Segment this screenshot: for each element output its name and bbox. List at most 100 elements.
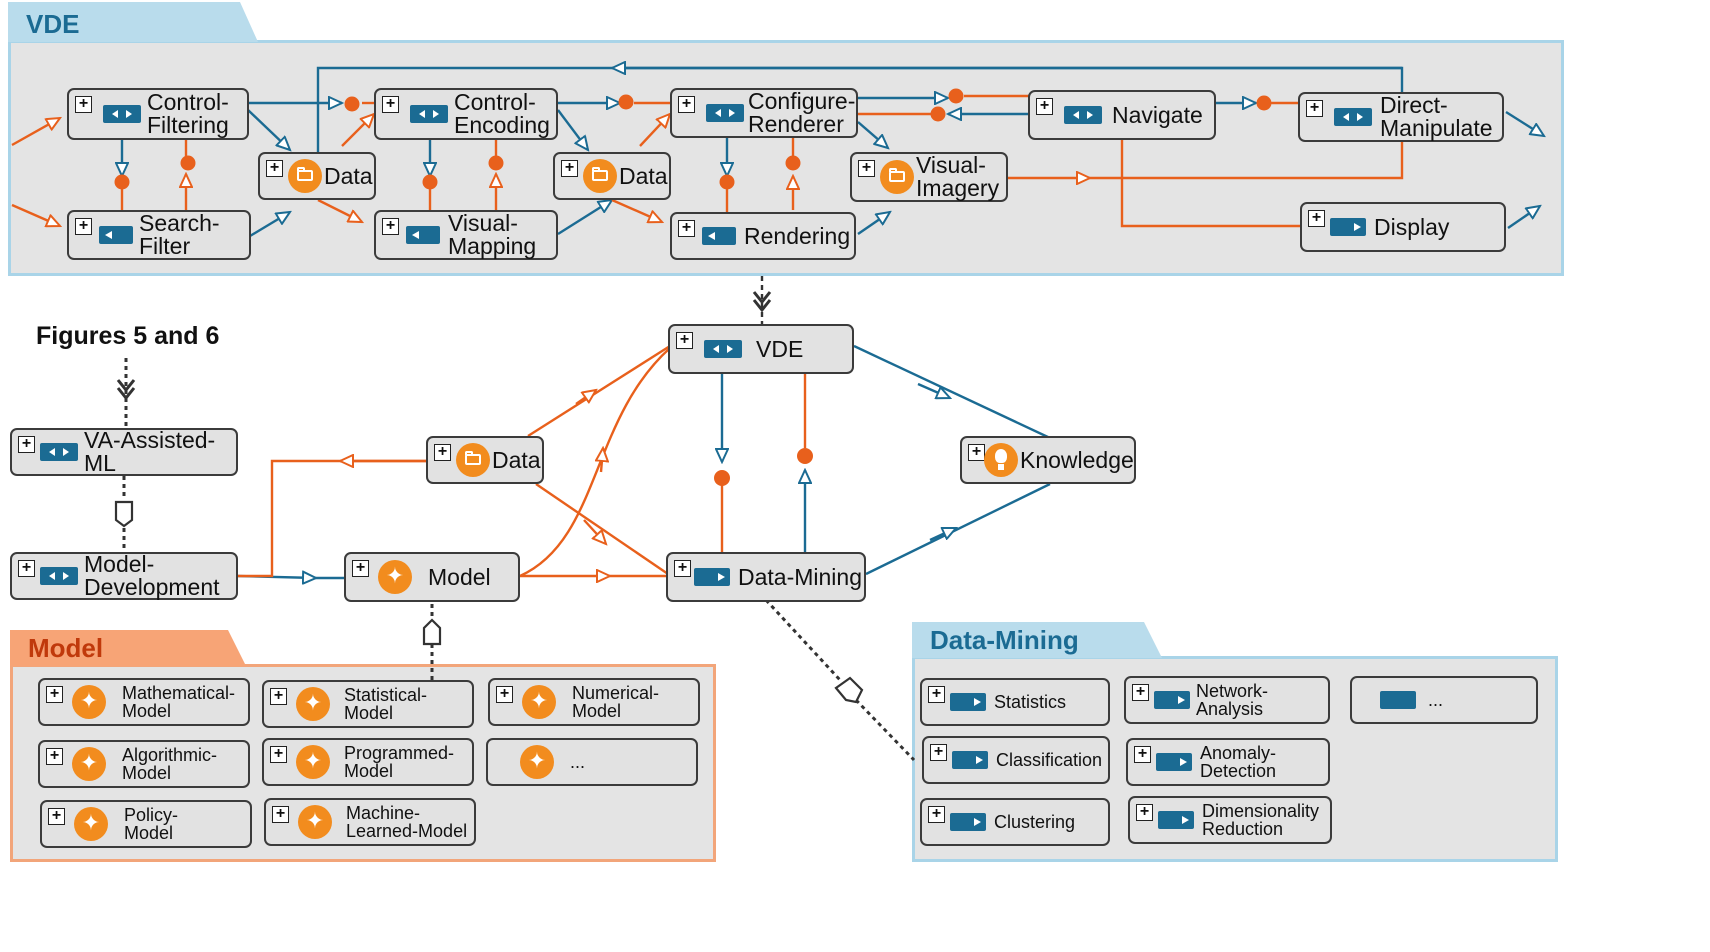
node-label: Data	[492, 446, 541, 473]
direct-manipulate-node[interactable]: + Direct- Manipulate	[1298, 92, 1504, 142]
star-icon	[72, 685, 106, 719]
process-icon	[1156, 753, 1192, 771]
expand-icon[interactable]: +	[75, 96, 92, 113]
data-mining-item[interactable]: + Statistics	[920, 678, 1110, 726]
expand-icon[interactable]: +	[75, 218, 92, 235]
reverse-icon	[702, 227, 736, 245]
expand-icon[interactable]: +	[1134, 746, 1151, 763]
search-filter-node[interactable]: + Search- Filter	[67, 210, 251, 260]
data-mining-item[interactable]: ...	[1350, 676, 1538, 724]
item-label: Classification	[996, 750, 1103, 770]
node-label: Visual- Imagery	[916, 152, 1000, 201]
expand-icon[interactable]: +	[18, 560, 35, 577]
visual-mapping-node[interactable]: + Visual- Mapping	[374, 210, 558, 260]
view-icon	[706, 104, 744, 122]
item-label: Statistical- Model	[344, 685, 428, 723]
data-node-1[interactable]: + Data	[258, 152, 376, 200]
folder-icon	[583, 159, 617, 193]
view-icon	[103, 105, 141, 123]
model-development-node[interactable]: + Model- Development	[10, 552, 238, 600]
expand-icon[interactable]: +	[858, 160, 875, 177]
expand-icon[interactable]: +	[1308, 210, 1325, 227]
lightbulb-icon	[984, 443, 1018, 477]
expand-icon[interactable]: +	[561, 160, 578, 177]
data-mining-item[interactable]: + Classification	[922, 736, 1110, 784]
expand-icon[interactable]: +	[270, 688, 287, 705]
node-label: Direct- Manipulate	[1380, 92, 1493, 141]
expand-icon[interactable]: +	[382, 218, 399, 235]
expand-icon[interactable]: +	[678, 96, 695, 113]
va-assisted-ml-node[interactable]: + VA-Assisted-ML	[10, 428, 238, 476]
item-label: Algorithmic- Model	[122, 745, 218, 783]
expand-icon[interactable]: +	[352, 560, 369, 577]
expand-icon[interactable]: +	[496, 686, 513, 703]
folder-icon	[880, 160, 914, 194]
star-icon	[296, 687, 330, 721]
expand-icon[interactable]: +	[1132, 684, 1149, 701]
data-mining-node[interactable]: + Data-Mining	[666, 552, 866, 602]
model-item[interactable]: + Programmed- Model	[262, 738, 474, 786]
node-label: Model	[428, 563, 491, 590]
data-mining-item[interactable]: + Network- Analysis	[1124, 676, 1330, 724]
star-icon	[520, 745, 554, 779]
data-node[interactable]: + Data	[426, 436, 544, 484]
expand-icon[interactable]: +	[270, 746, 287, 763]
node-label: Configure- Renderer	[748, 88, 856, 137]
star-icon	[378, 560, 412, 594]
data-mining-item[interactable]: + Dimensionality Reduction	[1128, 796, 1332, 844]
item-label: Network- Analysis	[1196, 681, 1269, 719]
expand-icon[interactable]: +	[676, 332, 693, 349]
data-node-2[interactable]: + Data	[553, 152, 671, 200]
node-label: VDE	[756, 335, 804, 362]
data-mining-item[interactable]: + Clustering	[920, 798, 1110, 846]
item-label: Mathematical- Model	[122, 683, 236, 721]
vde-node[interactable]: + VDE	[668, 324, 854, 374]
item-label: ...	[570, 752, 586, 772]
visual-imagery-node[interactable]: + Visual- Imagery	[850, 152, 1008, 202]
expand-icon[interactable]: +	[434, 444, 451, 461]
expand-icon[interactable]: +	[928, 686, 945, 703]
knowledge-node[interactable]: + Knowledge	[960, 436, 1136, 484]
item-label: Anomaly- Detection	[1200, 743, 1277, 781]
process-icon	[1380, 691, 1416, 709]
expand-icon[interactable]: +	[46, 748, 63, 765]
expand-icon[interactable]: +	[46, 686, 63, 703]
expand-icon[interactable]: +	[266, 160, 283, 177]
model-node[interactable]: + Model	[344, 552, 520, 602]
item-label: Machine- Learned-Model	[346, 803, 468, 841]
item-label: Policy- Model	[124, 805, 179, 843]
process-icon	[694, 568, 730, 586]
expand-icon[interactable]: +	[928, 806, 945, 823]
expand-icon[interactable]: +	[930, 744, 947, 761]
expand-icon[interactable]: +	[968, 444, 985, 461]
expand-icon[interactable]: +	[48, 808, 65, 825]
control-filtering-node[interactable]: + Control- Filtering	[67, 88, 249, 140]
expand-icon[interactable]: +	[18, 436, 35, 453]
model-item[interactable]: ...	[486, 738, 698, 786]
navigate-node[interactable]: + Navigate	[1028, 90, 1216, 140]
display-node[interactable]: + Display	[1300, 202, 1506, 252]
process-icon	[950, 813, 986, 831]
node-label: Control- Filtering	[147, 89, 229, 138]
model-item[interactable]: + Mathematical- Model	[38, 678, 250, 726]
model-item[interactable]: + Statistical- Model	[262, 680, 474, 728]
expand-icon[interactable]: +	[1306, 100, 1323, 117]
expand-icon[interactable]: +	[678, 220, 695, 237]
expand-icon[interactable]: +	[1136, 804, 1153, 821]
configure-renderer-node[interactable]: + Configure- Renderer	[670, 88, 858, 138]
star-icon	[74, 807, 108, 841]
model-item[interactable]: + Machine- Learned-Model	[264, 798, 476, 846]
expand-icon[interactable]: +	[674, 560, 691, 577]
rendering-node[interactable]: + Rendering	[670, 212, 856, 260]
data-mining-item[interactable]: + Anomaly- Detection	[1126, 738, 1330, 786]
expand-icon[interactable]: +	[382, 96, 399, 113]
model-item[interactable]: + Policy- Model	[40, 800, 252, 848]
item-label: Dimensionality Reduction	[1202, 801, 1320, 839]
model-item[interactable]: + Numerical- Model	[488, 678, 700, 726]
node-label: Search- Filter	[139, 210, 220, 259]
model-item[interactable]: + Algorithmic- Model	[38, 740, 250, 788]
vde-package-tab: VDE	[8, 2, 258, 42]
expand-icon[interactable]: +	[272, 806, 289, 823]
control-encoding-node[interactable]: + Control- Encoding	[374, 88, 558, 140]
expand-icon[interactable]: +	[1036, 98, 1053, 115]
